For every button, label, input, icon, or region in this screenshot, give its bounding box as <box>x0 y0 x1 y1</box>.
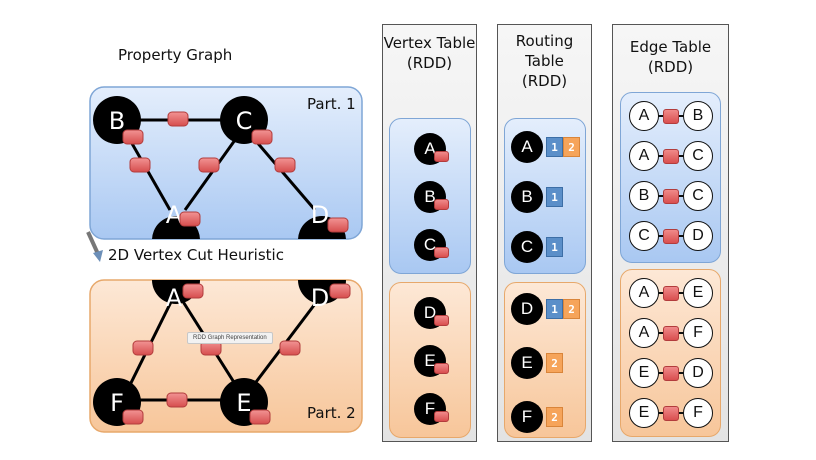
vertex-property-icon <box>434 315 449 326</box>
property-graph-diagram: B C A D Part. 1 A D F E <box>86 86 363 433</box>
vertex-A <box>152 216 200 239</box>
vertex-property-icon <box>434 363 449 374</box>
edge-target-vertex: D <box>683 221 713 251</box>
edge-property-icon <box>663 326 679 341</box>
svg-text:F: F <box>110 389 124 417</box>
edge-property-icon <box>663 366 679 381</box>
vertex-table-title-line2: (RDD) <box>406 54 453 72</box>
routing-table-title-line2: Table <box>525 52 564 70</box>
edge-property <box>279 340 301 356</box>
vertex-property <box>122 129 144 145</box>
vertex-property <box>122 409 144 425</box>
down-arrow-icon <box>86 231 103 262</box>
route-part-badge: 1 <box>546 137 563 157</box>
vertex-table-title-line1: Vertex Table <box>383 34 476 52</box>
vertex-property <box>182 283 204 299</box>
edge-source-vertex: A <box>629 318 659 348</box>
route-part-badge: 2 <box>546 353 563 373</box>
edge-property <box>274 157 296 173</box>
svg-text:C: C <box>236 107 253 135</box>
edge-C-A <box>183 139 237 211</box>
svg-text:E: E <box>236 389 251 417</box>
edge-source-vertex: C <box>629 221 659 251</box>
svg-text:B: B <box>109 107 125 135</box>
edge-property <box>166 392 188 408</box>
vertex-E: E <box>511 347 543 379</box>
routing-table-column: Routing Table (RDD) A 1 2 B 1 C 1 D 1 2 … <box>497 24 592 442</box>
edge-source-vertex: E <box>629 398 659 428</box>
vertex-property <box>249 409 271 425</box>
edge-source-vertex: B <box>629 181 659 211</box>
route-part-badge: 1 <box>546 299 563 319</box>
edge-target-vertex: B <box>683 101 713 131</box>
edge-target-vertex: C <box>683 181 713 211</box>
edge-property-icon <box>663 286 679 301</box>
svg-text:D: D <box>311 284 329 312</box>
svg-text:D: D <box>311 201 329 229</box>
edge-C-D <box>253 139 317 211</box>
edge-property-icon <box>663 109 679 124</box>
edge-property <box>167 111 189 127</box>
heuristic-label: 2D Vertex Cut Heuristic <box>108 246 284 264</box>
routing-table-title-line1: Routing <box>515 32 574 50</box>
edge-source-vertex: A <box>629 101 659 131</box>
routing-table-partition-1: A 1 2 B 1 C 1 <box>504 118 586 274</box>
route-part-badge: 2 <box>546 407 563 427</box>
vertex-C: C <box>511 231 543 263</box>
edge-source-vertex: A <box>629 141 659 171</box>
vertex-A: A <box>511 131 543 163</box>
partition-1-box <box>89 86 363 240</box>
vertex-property <box>329 283 351 299</box>
vertex-property-icon <box>434 247 449 258</box>
svg-text:A: A <box>166 201 183 229</box>
edge-B-A <box>128 139 172 211</box>
vertex-table-partition-1: A B C <box>389 118 471 274</box>
route-part-badge: 2 <box>563 299 580 319</box>
partition-2-label: Part. 2 <box>307 404 356 422</box>
edge-property-icon <box>663 149 679 164</box>
partition-2-box <box>89 279 363 433</box>
partition-1-label: Part. 1 <box>307 95 356 113</box>
edge-target-vertex: C <box>683 141 713 171</box>
partition-1-graph: B C A D <box>93 96 349 239</box>
vertex-F: F <box>511 401 543 433</box>
edge-property-icon <box>663 406 679 421</box>
svg-text:A: A <box>166 284 183 312</box>
routing-table-title-line3: (RDD) <box>521 72 568 90</box>
partition-2-graph: A D F E <box>93 280 351 426</box>
edge-table-title-line2: (RDD) <box>647 58 694 76</box>
routing-table-partition-2: D 1 2 E 2 F 2 <box>504 282 586 438</box>
route-part-badge: 1 <box>546 187 563 207</box>
property-graph-title: Property Graph <box>118 46 233 64</box>
vertex-B: B <box>511 181 543 213</box>
edge-source-vertex: E <box>629 358 659 388</box>
route-part-badge: 1 <box>546 237 563 257</box>
edge-source-vertex: A <box>629 278 659 308</box>
vertex-D: D <box>511 293 543 325</box>
vertex-property <box>179 211 201 227</box>
vertex-table-partition-2: D E F <box>389 282 471 438</box>
vertex-property <box>251 129 273 145</box>
edge-target-vertex: F <box>683 318 713 348</box>
edge-property-icon <box>663 189 679 204</box>
edge-property <box>132 340 154 356</box>
edge-table-title-line1: Edge Table <box>629 38 712 56</box>
edge-target-vertex: E <box>683 278 713 308</box>
vertex-property-icon <box>434 199 449 210</box>
vertex-property <box>327 217 349 233</box>
vertex-table-column: Vertex Table (RDD) A B C D E F <box>382 24 477 442</box>
edge-property <box>198 157 220 173</box>
route-part-badge: 2 <box>563 137 580 157</box>
edge-target-vertex: F <box>683 398 713 428</box>
vertex-property-icon <box>434 151 449 162</box>
vertex-property-icon <box>434 411 449 422</box>
edge-property-icon <box>663 229 679 244</box>
edge-target-vertex: D <box>683 358 713 388</box>
edge-property <box>129 157 151 173</box>
tooltip: RDD Graph Representation <box>187 332 273 344</box>
